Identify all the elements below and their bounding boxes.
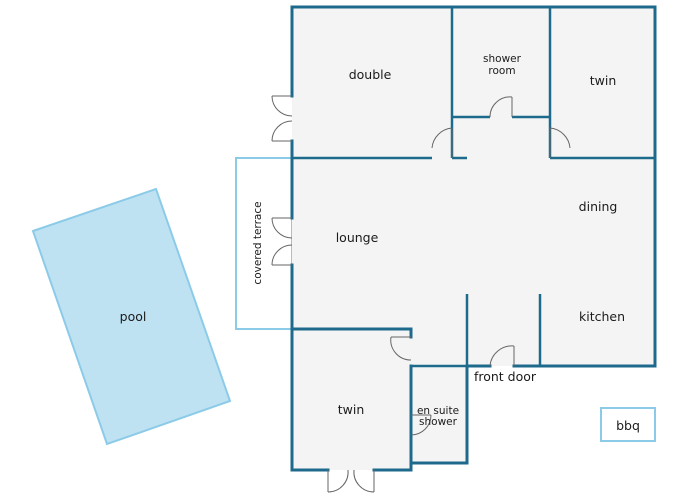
- shower-room-label-line1: shower: [483, 53, 522, 65]
- door-twin-top: [549, 127, 571, 158]
- covered-terrace-label: covered terrace: [252, 201, 264, 284]
- twin-room-bottom-label: twin: [338, 402, 365, 417]
- door-terrace: [271, 217, 293, 266]
- doors: [271, 95, 571, 493]
- door-shower-room: [489, 96, 513, 118]
- kitchen-label: kitchen: [579, 309, 625, 324]
- door-bottom-double: [327, 469, 375, 493]
- lounge-label: lounge: [336, 230, 379, 245]
- door-double-room: [431, 127, 453, 158]
- room-labels: double shower room twin dining lounge ki…: [336, 53, 625, 428]
- double-room-label: double: [349, 67, 392, 82]
- en-suite-label-line2: shower: [419, 416, 458, 428]
- bottom-wing-floor: [292, 329, 411, 470]
- en-suite-label-line1: en suite: [417, 405, 459, 417]
- bbq: bbq: [600, 407, 656, 442]
- dining-label: dining: [579, 199, 618, 214]
- wall-ensuite-bottom: [409, 364, 492, 465]
- twin-room-top-label: twin: [590, 73, 617, 88]
- pool-water: [31, 187, 232, 446]
- front-door-label: front door: [474, 369, 537, 384]
- bbq-label: bbq: [616, 418, 640, 433]
- shower-room-label-line2: room: [488, 65, 515, 77]
- wall-top: [290, 5, 657, 368]
- door-double-left: [271, 95, 293, 142]
- bbq-outline: [600, 407, 656, 442]
- pool: pool: [31, 187, 232, 446]
- door-front: [489, 345, 515, 367]
- terrace-outline: [235, 157, 293, 330]
- covered-terrace: covered terrace: [235, 157, 293, 330]
- floor-areas: [292, 7, 655, 470]
- door-twin-bottom: [390, 336, 412, 361]
- pool-label: pool: [120, 309, 147, 324]
- wall-lounge-bottom: [290, 327, 413, 339]
- door-ensuite: [410, 414, 432, 436]
